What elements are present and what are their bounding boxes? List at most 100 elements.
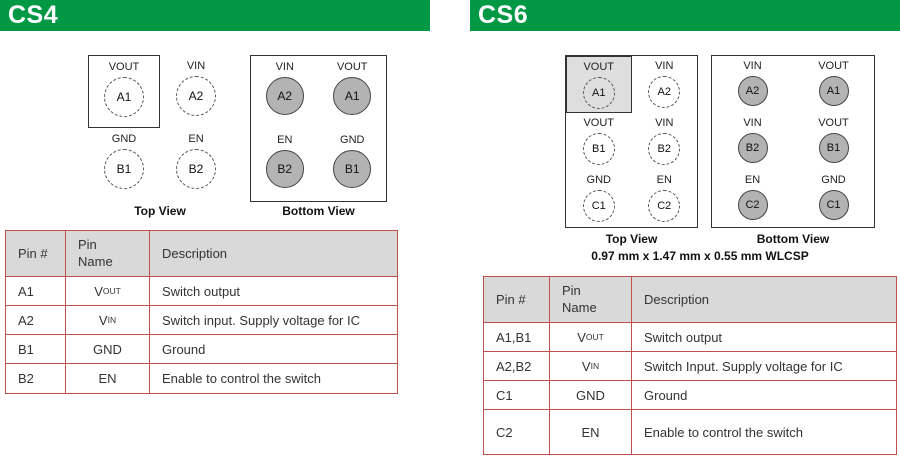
col-header-pin: Pin #: [484, 277, 550, 322]
cell-pin-name: EN: [66, 364, 150, 393]
pin-label: VIN: [186, 60, 206, 72]
pin-label: EN: [744, 174, 761, 186]
cell-pin-name: GND: [66, 335, 150, 363]
cell-description: Enable to control the switch: [162, 371, 321, 386]
pin-label: VIN: [275, 61, 294, 73]
pin-label: GND: [340, 133, 365, 146]
cs6-bot-pin-cell-a1: VOUT A1: [793, 56, 874, 113]
cs6-bottom-view-caption: Bottom View: [756, 232, 830, 246]
pin-name-base: EN: [98, 371, 117, 386]
cs6-bot-pin-cell-b1: VOUT B1: [793, 113, 874, 170]
cell-description: Switch input. Supply voltage for IC: [162, 312, 360, 328]
pin-label: VIN: [743, 60, 762, 72]
pin-label: VOUT: [583, 61, 615, 73]
cs4-bottom-view-package: VIN A2 VOUT A1 EN B2 GND B1: [250, 55, 387, 202]
cs6-package-size-caption: 0.97 mm x 1.47 mm x 0.55 mm WLCSP: [591, 249, 809, 263]
col-header-description: Description: [162, 246, 228, 261]
cell-pin: A1: [6, 277, 66, 305]
cell-pin: B2: [6, 364, 66, 393]
cs4-bot-pin-cell-b2: EN B2: [251, 129, 319, 202]
cell-pin-name: GND: [550, 381, 632, 409]
pin-label: GND: [111, 133, 137, 145]
table-row: B2 EN Enable to control the switch: [6, 364, 397, 393]
pin-label: GND: [821, 174, 846, 186]
cs6-top-pin-cell-a1: VOUT A1: [566, 56, 632, 113]
pin-name-base: EN: [581, 424, 600, 440]
cs6-bot-pin-cell-a2: VIN A2: [712, 56, 793, 113]
pin-pad-a1: A1: [818, 76, 849, 106]
pin-pad-c1: C1: [582, 190, 615, 222]
pin-pad-a2: A2: [648, 76, 681, 108]
cs4-bottom-view-caption: Bottom View: [282, 204, 355, 218]
pin-label: GND: [586, 174, 611, 186]
cs6-top-pin-cell-c1: GND C1: [566, 170, 632, 227]
table-row: B1 GND Ground: [6, 335, 397, 364]
cs4-title: CS4: [8, 1, 59, 29]
cs4-top-pin-cell-a2: VIN A2: [160, 55, 232, 128]
pin-name-base: V: [581, 358, 591, 374]
pin-name-base: GND: [576, 387, 605, 403]
cs4-table-header-row: Pin # Pin Name Description: [6, 231, 397, 277]
cs6-top-pin-cell-b2: VIN B2: [632, 113, 698, 170]
cs4-top-view-package: VOUT A1 VIN A2 GND B1 EN B2: [88, 55, 232, 201]
cell-pin: C1: [484, 381, 550, 409]
pin-name-base: V: [98, 312, 108, 328]
col-header-pin: Pin #: [6, 231, 66, 276]
pin-pad-c1: C1: [818, 190, 849, 220]
pin-name-sub: IN: [107, 314, 117, 325]
pin-name-base: GND: [93, 341, 122, 357]
cs4-top-pin-cell-b1: GND B1: [88, 128, 160, 201]
pin-pad-c2: C2: [737, 190, 768, 220]
pin-label: EN: [188, 133, 204, 145]
cs6-bot-pin-cell-b2: VIN B2: [712, 113, 793, 170]
cs6-top-view-caption: Top View: [605, 232, 658, 246]
cs4-bot-pin-cell-b1: GND B1: [319, 129, 387, 202]
pin-label: VOUT: [336, 61, 368, 73]
pin-pad-a2: A2: [176, 76, 216, 116]
cs6-top-pin-cell-b1: VOUT B1: [566, 113, 632, 170]
pin-label: VOUT: [583, 117, 615, 129]
pin-name-base: V: [577, 329, 586, 345]
col-header-pin-name: Pin Name: [66, 231, 150, 276]
pin-name-sub: IN: [590, 360, 600, 371]
pin-pad-a1: A1: [582, 77, 615, 109]
cell-description: Switch output: [162, 283, 241, 299]
pin-pad-b1: B1: [104, 149, 144, 189]
pin-label: EN: [277, 133, 293, 146]
pin-pad-b2: B2: [648, 133, 681, 165]
pin-label: VIN: [655, 60, 674, 72]
cs4-bot-pin-cell-a1: VOUT A1: [319, 56, 387, 129]
pin-pad-a1: A1: [104, 77, 144, 117]
cs6-title: CS6: [478, 1, 529, 29]
pin-label: VOUT: [818, 60, 849, 72]
cell-pin-name: EN: [550, 410, 632, 454]
pin-pad-b2: B2: [176, 149, 216, 189]
pin-label: VIN: [743, 117, 762, 129]
cell-pin: C2: [484, 410, 550, 454]
cs6-bottom-view-package: VIN A2 VOUT A1 VIN B2 VOUT B1 EN C2 GND …: [711, 55, 875, 228]
cs6-top-pin-cell-a2: VIN A2: [632, 56, 698, 113]
col-header-description: Description: [644, 292, 710, 307]
pin-pad-b2: B2: [737, 133, 768, 163]
pin-name-sub: OUT: [585, 331, 604, 342]
cs6-table-header-row: Pin # Pin Name Description: [484, 277, 896, 323]
cs6-header-bar: CS6: [470, 0, 900, 31]
pin-label: VIN: [655, 117, 674, 129]
cell-pin: A1,B1: [484, 323, 550, 351]
cs6-bot-pin-cell-c1: GND C1: [793, 170, 874, 227]
pin-label: VOUT: [108, 61, 140, 73]
cell-description: Switch output: [644, 329, 723, 345]
cs6-top-pin-cell-c2: EN C2: [632, 170, 698, 227]
cell-description: Enable to control the switch: [644, 424, 803, 440]
cs4-header-bar: CS4: [0, 0, 430, 31]
cell-pin: A2,B2: [484, 352, 550, 380]
cell-description: Ground: [162, 341, 206, 357]
pin-pad-b1: B1: [582, 133, 615, 165]
